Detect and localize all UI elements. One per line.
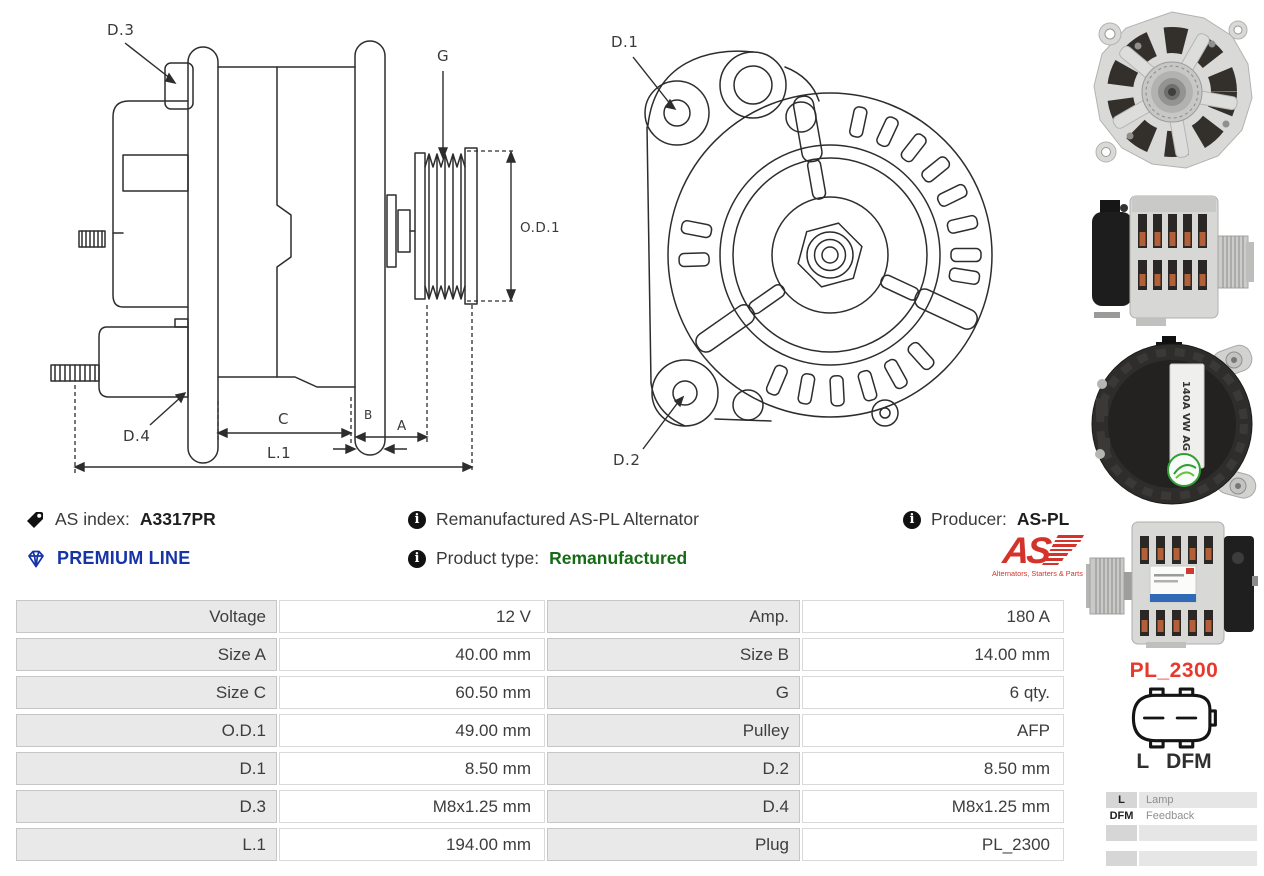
producer-label: Producer: [931, 509, 1007, 529]
front-view-diagram: D.1 D.2 [611, 33, 993, 469]
plug-pin-l: L [1136, 750, 1150, 773]
spec-value: M8x1.25 mm [279, 790, 545, 823]
description-row: i Remanufactured AS-PL Alternator [408, 509, 699, 530]
dim-label-a: A [397, 418, 407, 434]
spec-value: 194.00 mm [279, 828, 545, 861]
plug-pin-dfm: DFM [1166, 750, 1212, 773]
legend-desc: Feedback [1146, 810, 1195, 823]
spec-label: Amp. [547, 600, 800, 633]
spec-value: 60.50 mm [279, 676, 545, 709]
spec-table: Voltage 12 V Amp. 180 A Size A 40.00 mm … [16, 600, 1064, 861]
dim-label-b: B [364, 408, 373, 422]
producer-row: i Producer: AS-PL [903, 509, 1069, 530]
spec-value: 6 qty. [802, 676, 1064, 709]
as-index-label: AS index: [55, 509, 130, 529]
product-photo-front [1093, 11, 1253, 169]
spec-label: Pulley [547, 714, 800, 747]
info-icon: i [408, 549, 426, 568]
photo-label-text: 140A VW AG [1180, 381, 1191, 451]
legend-desc: Lamp [1139, 792, 1257, 808]
product-photo-rear: 140A VW AG [1091, 336, 1257, 505]
dim-label-d3: D.3 [107, 21, 134, 39]
spec-label: L.1 [16, 828, 277, 861]
product-photo-side-right [1092, 195, 1254, 326]
side-view-diagram: D.3 G O.D.1 D.4 C B A L.1 [50, 21, 560, 473]
premium-line-row: PREMIUM LINE [25, 548, 190, 569]
spec-label: Voltage [16, 600, 277, 633]
plug-name: PL_2300 [1129, 659, 1219, 682]
spec-label: Size C [16, 676, 277, 709]
legend-empty-cell [1139, 825, 1257, 841]
spec-value: PL_2300 [802, 828, 1064, 861]
legend-key: L [1106, 792, 1137, 808]
dim-label-l1: L.1 [267, 444, 291, 462]
spec-value: 49.00 mm [279, 714, 545, 747]
spec-label: D.2 [547, 752, 800, 785]
product-description: Remanufactured AS-PL Alternator [436, 509, 699, 529]
plug-pin-labels: L DFM [1118, 750, 1230, 774]
dim-label-g: G [437, 47, 449, 65]
spec-label: G [547, 676, 800, 709]
legend-spacer [1106, 842, 1257, 850]
as-pl-logo: AS Alternators, Starters & Parts [992, 530, 1085, 578]
info-icon: i [903, 510, 921, 529]
as-pl-logo-tagline: Alternators, Starters & Parts [992, 569, 1083, 578]
legend-empty-cell [1106, 825, 1137, 841]
legend-empty-cell [1106, 850, 1137, 866]
spec-label: D.3 [16, 790, 277, 823]
spec-value: AFP [802, 714, 1064, 747]
tag-icon [27, 511, 43, 528]
spec-value: 14.00 mm [802, 638, 1064, 671]
product-type-label: Product type: [436, 548, 540, 568]
product-type-row: i Product type: Remanufactured [408, 548, 687, 569]
product-type-value: Remanufactured [549, 548, 688, 568]
spec-label: D.1 [16, 752, 277, 785]
spec-label: Size B [547, 638, 800, 671]
spec-value: 40.00 mm [279, 638, 545, 671]
plug-legend: L Lamp DFM Feedback [1106, 792, 1257, 866]
product-photo-side-left [1086, 521, 1258, 648]
spec-label: Size A [16, 638, 277, 671]
producer-value: AS-PL [1016, 509, 1070, 529]
spec-value: 12 V [279, 600, 545, 633]
info-icon: i [408, 510, 426, 529]
spec-label: Plug [547, 828, 800, 861]
dim-label-c: C [278, 410, 289, 428]
dim-label-d1: D.1 [611, 33, 638, 51]
premium-line-label: PREMIUM LINE [57, 548, 191, 568]
legend-empty-cell [1139, 850, 1257, 866]
dim-label-od1: O.D.1 [520, 220, 560, 236]
spec-value: 8.50 mm [279, 752, 545, 785]
spec-value: 8.50 mm [802, 752, 1064, 785]
diamond-icon [28, 550, 44, 567]
as-index-value: A3317PR [139, 509, 216, 529]
dim-label-d2: D.2 [613, 451, 640, 469]
spec-label: D.4 [547, 790, 800, 823]
as-index-row: AS index: A3317PR [25, 509, 216, 530]
plug-connector-diagram [1131, 687, 1217, 749]
spec-label: O.D.1 [16, 714, 277, 747]
dim-label-d4: D.4 [123, 427, 150, 445]
spec-value: 180 A [802, 600, 1064, 633]
legend-key: DFM [1109, 810, 1134, 823]
spec-value: M8x1.25 mm [802, 790, 1064, 823]
